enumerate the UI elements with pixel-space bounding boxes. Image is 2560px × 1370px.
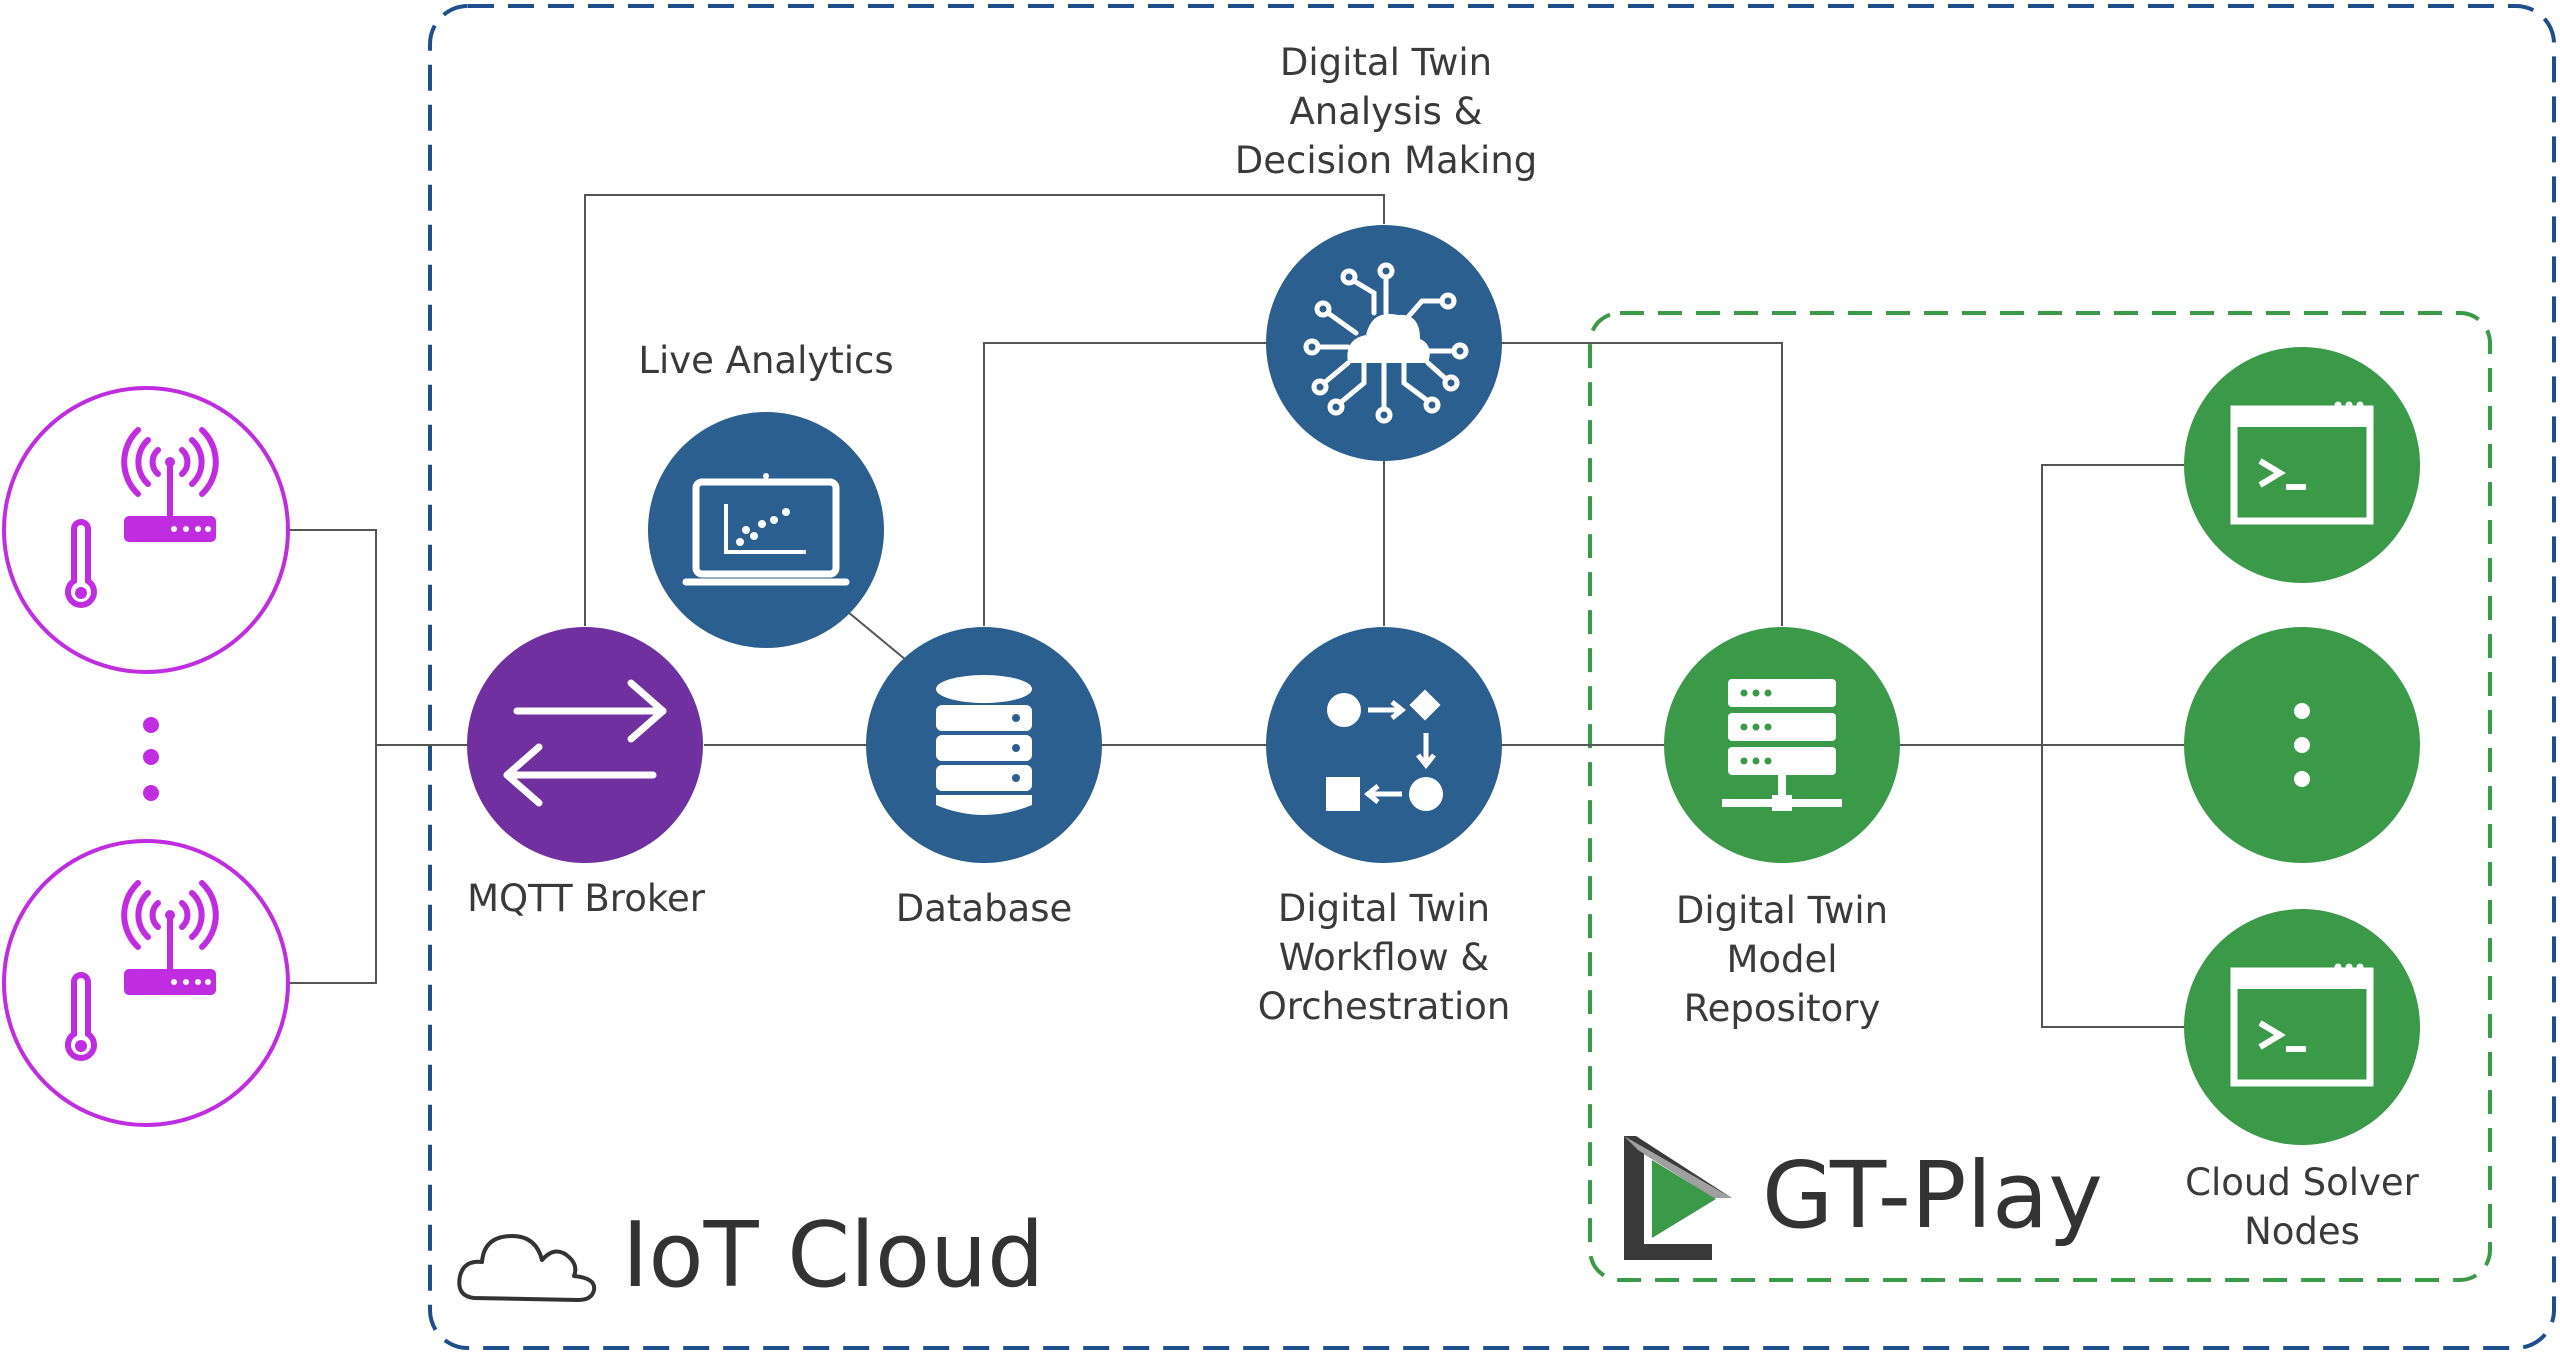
live-analytics-node[interactable] (648, 412, 884, 648)
sensor-node-bottom[interactable] (2, 839, 290, 1127)
gt-play-title: GT-Play (1762, 1142, 2103, 1249)
mqtt-broker-node[interactable] (467, 627, 703, 863)
analysis-node[interactable] (1266, 225, 1502, 461)
sensor-node-top[interactable] (2, 386, 290, 674)
model-repository-node[interactable] (1664, 627, 1900, 863)
cloud-solver-label: Cloud Solver Nodes (2185, 1161, 2419, 1253)
play-triangle-logo-icon (1624, 1136, 1732, 1260)
database-node[interactable] (866, 627, 1102, 863)
cloud-outline-icon (457, 1234, 597, 1302)
vertical-ellipsis-icon (2294, 703, 2310, 787)
workflow-node[interactable] (1266, 627, 1502, 863)
bidirectional-arrows-icon (503, 679, 667, 807)
cloud-network-icon (1303, 262, 1469, 424)
database-label: Database (895, 887, 1073, 930)
live-analytics-label: Live Analytics (638, 339, 894, 382)
mqtt-broker-label: MQTT Broker (467, 877, 705, 920)
connector-lines (288, 194, 2184, 1028)
solver-node-top[interactable] (2184, 347, 2420, 583)
database-cylinder-icon (936, 675, 1032, 815)
monitor-scatter-plot-icon (682, 473, 850, 586)
server-rack-icon (1722, 679, 1842, 811)
model-repository-label: Digital Twin Model Repository (1675, 889, 1889, 1030)
gt-play-boundary (1588, 311, 2492, 1282)
solver-node-bottom[interactable] (2184, 909, 2420, 1145)
analysis-label: Digital Twin Analysis & Decision Making (1234, 41, 1538, 182)
iot-cloud-boundary (428, 4, 2556, 1350)
sensor-ellipsis-icon (143, 717, 159, 801)
solver-node-middle[interactable] (2184, 627, 2420, 863)
iot-cloud-title: IoT Cloud (622, 1203, 1045, 1308)
workflow-label: Digital Twin Workflow & Orchestration (1257, 887, 1511, 1028)
